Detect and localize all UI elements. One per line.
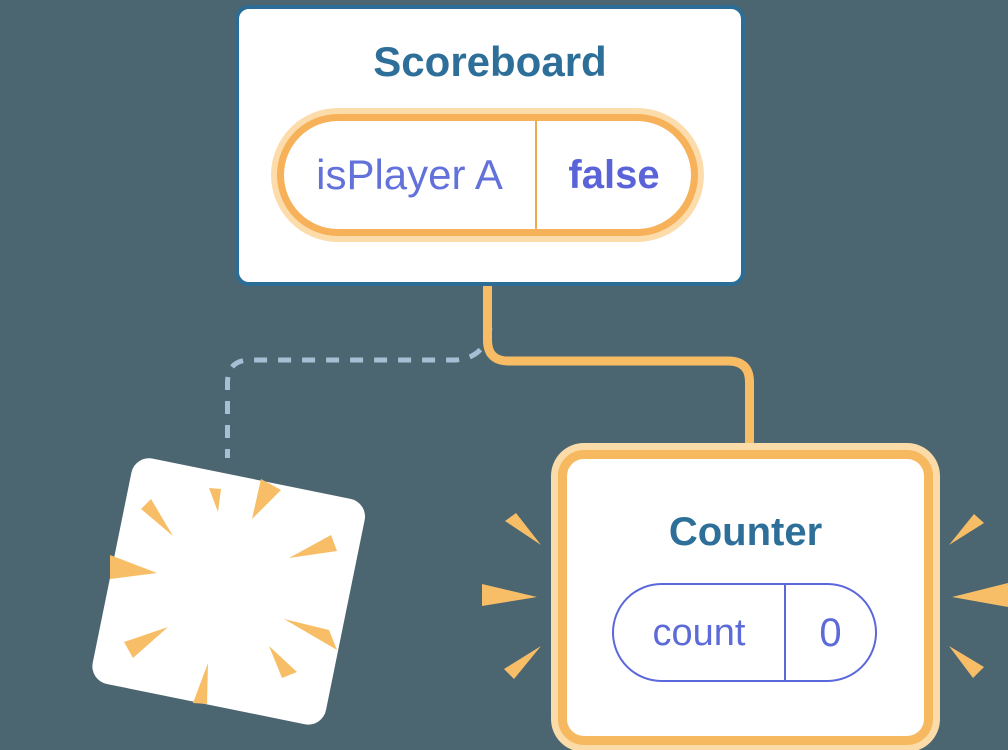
scoreboard-state-pill: isPlayer A false bbox=[277, 114, 698, 236]
scoreboard-title: Scoreboard bbox=[373, 38, 607, 85]
burst-icon bbox=[482, 513, 1008, 679]
burst-icon bbox=[110, 479, 337, 704]
counter-state-pill: count 0 bbox=[612, 583, 877, 682]
scoreboard-state-value: false bbox=[568, 153, 660, 197]
counter-state-value: 0 bbox=[819, 610, 842, 655]
scoreboard-state-label: isPlayer A bbox=[316, 151, 503, 198]
scoreboard-card: Scoreboard isPlayer A false bbox=[235, 5, 745, 286]
pill-divider bbox=[784, 585, 786, 680]
counter-state-label: count bbox=[652, 611, 746, 654]
counter-card: Counter count 0 bbox=[558, 450, 933, 745]
pill-divider bbox=[535, 121, 537, 229]
counter-title: Counter bbox=[668, 510, 823, 554]
solid-connector-line bbox=[483, 286, 754, 452]
destroyed-component-card bbox=[92, 458, 365, 725]
dashed-connector-line bbox=[225, 327, 493, 458]
